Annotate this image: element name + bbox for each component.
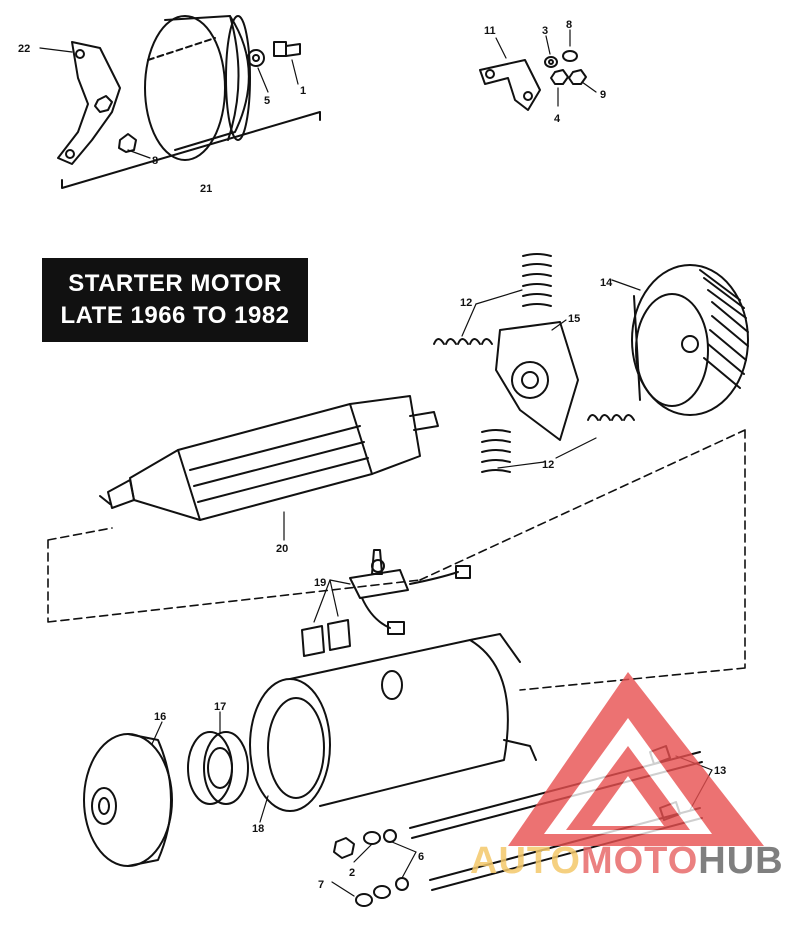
field-frame [249,633,537,812]
callout-3: 3 [542,25,548,37]
drive-end-cover [83,733,173,867]
watermark-part-2: MOTO [580,840,699,882]
callout-1: 1 [300,85,306,97]
callout-18: 18 [252,823,264,835]
callout-21: 21 [200,183,212,195]
assembly-outline [47,429,746,691]
callout-2: 2 [349,867,355,879]
screw-and-washer [247,41,301,67]
title-line-2: LATE 1966 TO 1982 [60,302,290,329]
callout-12-lower: 12 [542,459,554,471]
callout-8-lower: 8 [152,155,158,167]
callout-9: 9 [600,89,606,101]
callout-4: 4 [554,113,561,125]
brush-leads [301,549,471,657]
callout-12-upper: 12 [460,297,472,309]
terminal-hardware [479,50,587,111]
watermark-part-3: HUB [698,840,784,882]
title-line-1: STARTER MOTOR [68,270,282,297]
end-cap [631,264,749,416]
brush-plate [495,321,579,441]
callout-13: 13 [714,765,726,777]
callout-5: 5 [264,95,270,107]
watermark-text: AUTOMOTOHUB [470,840,784,883]
end-cover-band [144,15,251,161]
callout-20: 20 [276,543,288,555]
callout-8-upper: 8 [566,19,572,31]
group-bracket-21 [61,111,321,189]
watermark-logo [508,672,764,846]
callout-14: 14 [600,277,613,289]
callout-11: 11 [484,25,496,37]
terminal-nuts-washers [333,829,409,907]
callout-15: 15 [568,313,580,325]
mounting-bracket [57,41,137,165]
watermark-part-1: AUTO [470,840,581,882]
callout-16: 16 [154,711,166,723]
callout-22: 22 [18,43,30,55]
callout-7: 7 [318,879,324,891]
callout-6: 6 [418,851,424,863]
armature [99,395,439,521]
bearing [187,731,249,805]
diagram-title: STARTER MOTOR LATE 1966 TO 1982 [42,258,308,342]
callout-19: 19 [314,577,326,589]
callout-17: 17 [214,701,226,713]
leader-lines [39,29,713,897]
brush-springs [433,253,635,473]
